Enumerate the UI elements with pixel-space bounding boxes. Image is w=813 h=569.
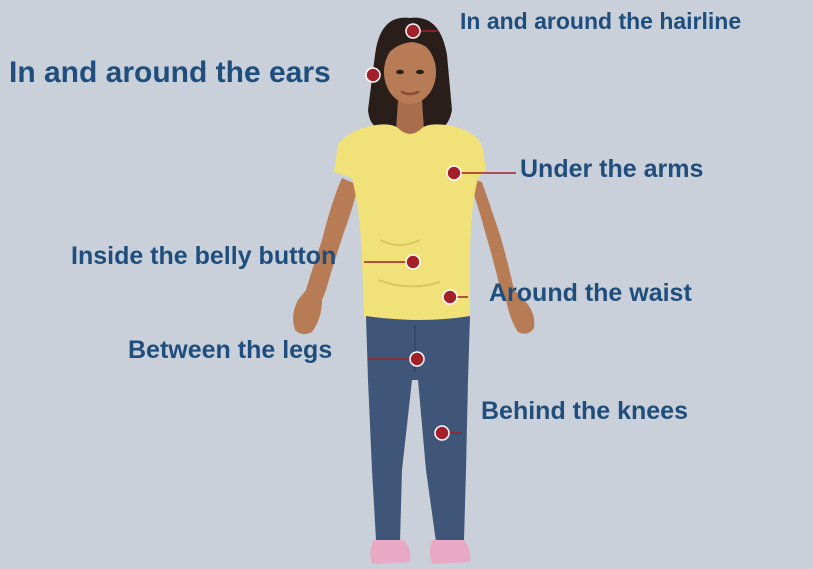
marker-knees-icon — [435, 426, 449, 440]
left-shoe — [370, 540, 410, 564]
shirt — [334, 124, 486, 322]
label-legs: Between the legs — [128, 338, 332, 363]
marker-arms-icon — [447, 166, 461, 180]
neck — [396, 100, 424, 134]
marker-waist-icon — [443, 290, 457, 304]
marker-legs-icon — [410, 352, 424, 366]
label-arms: Under the arms — [520, 157, 703, 182]
jeans — [366, 316, 470, 542]
right-shoe — [430, 540, 470, 564]
label-ears: In and around the ears — [9, 58, 331, 88]
right-arm — [468, 178, 534, 334]
label-waist: Around the waist — [489, 281, 692, 306]
left-eye — [396, 70, 404, 74]
right-eye — [416, 70, 424, 74]
label-knees: Behind the knees — [481, 399, 688, 424]
marker-belly-icon — [406, 255, 420, 269]
label-hairline: In and around the hairline — [460, 10, 741, 33]
label-belly: Inside the belly button — [71, 244, 336, 269]
marker-ears-icon — [366, 68, 380, 82]
marker-hairline-icon — [406, 24, 420, 38]
